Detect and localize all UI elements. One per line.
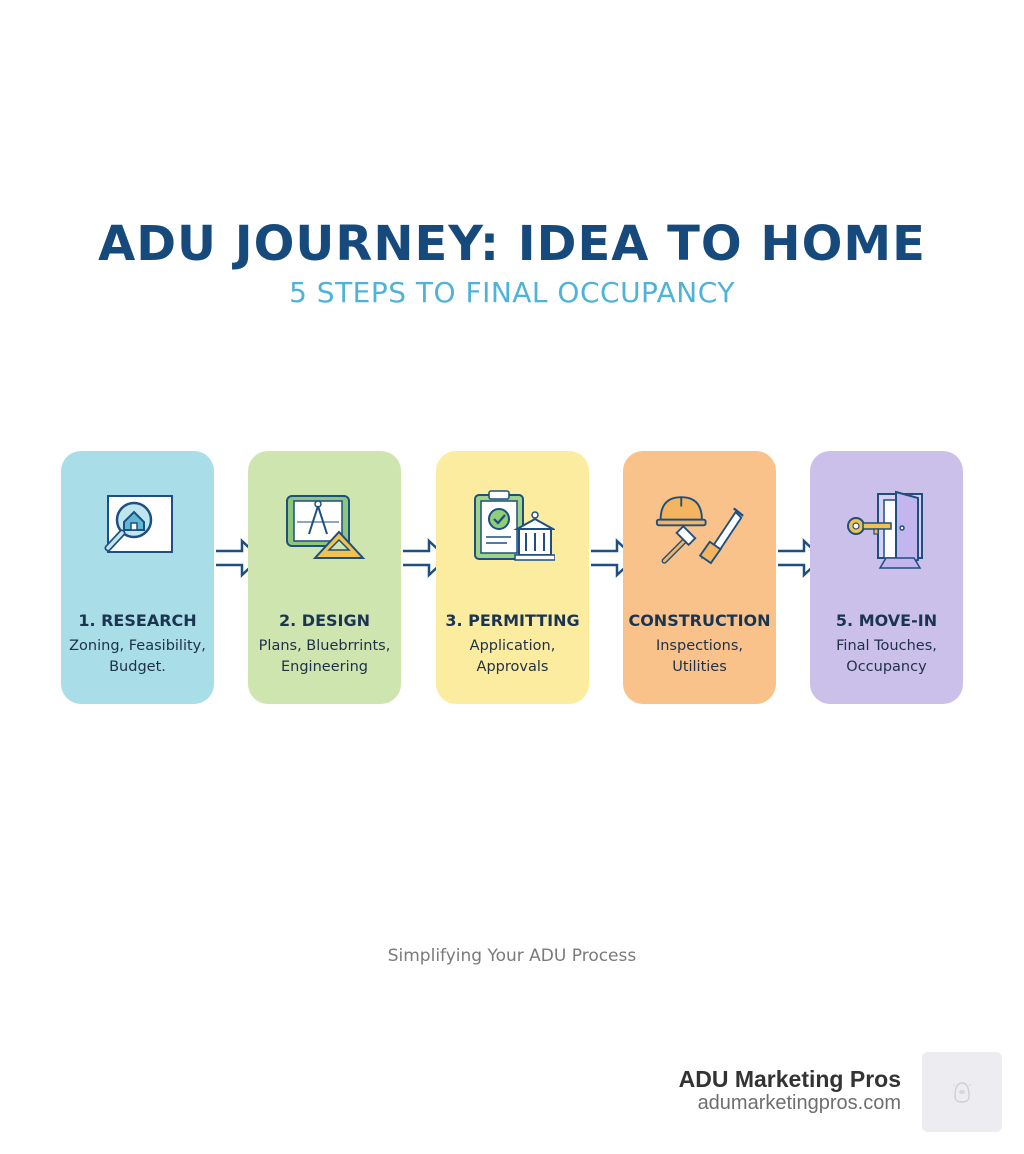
step-research: 1. RESEARCH Zoning, Feasibility, Budget. bbox=[61, 451, 214, 704]
step-description: Zoning, Feasibility, Budget. bbox=[69, 638, 206, 675]
tagline: Simplifying Your ADU Process bbox=[387, 946, 637, 966]
brand-url[interactable]: adumarketingpros.com bbox=[697, 1092, 901, 1114]
step-label: CONSTRUCTION bbox=[628, 611, 771, 630]
step-design: 2. DESIGN Plans, Bluebrrints, Engineerin… bbox=[248, 451, 401, 704]
step-label: 5. MOVE-IN bbox=[835, 611, 938, 630]
step-construction: CONSTRUCTION Inspections, Utilities bbox=[623, 451, 776, 704]
mascot-icon bbox=[953, 1082, 971, 1103]
brand-name: ADU Marketing Pros bbox=[678, 1066, 901, 1092]
step-permitting: 3. PERMITTING Application, Approvals bbox=[436, 451, 589, 704]
key-door-icon bbox=[842, 487, 932, 571]
step-description: Final Touches, Occupancy bbox=[836, 638, 937, 675]
brand-block: ADU Marketing Pros adumarketingpros.com bbox=[679, 1066, 901, 1114]
step-description: Plans, Bluebrrints, Engineering bbox=[258, 638, 391, 675]
process-steps: 1. RESEARCH Zoning, Feasibility, Budget.… bbox=[61, 451, 963, 704]
brand-logo bbox=[922, 1052, 1002, 1132]
step-label: 2. DESIGN bbox=[279, 611, 370, 630]
hardhat-tools-icon bbox=[655, 487, 745, 571]
step-description: Application, Approvals bbox=[469, 638, 556, 675]
clipboard-government-icon bbox=[468, 487, 558, 571]
page-title: ADU JOURNEY: IDEA TO HOME bbox=[98, 216, 926, 272]
step-move-in: 5. MOVE-IN Final Touches, Occupancy bbox=[810, 451, 963, 704]
step-description: Inspections, Utilities bbox=[655, 638, 744, 675]
blueprint-compass-icon bbox=[280, 487, 370, 571]
page-subtitle: 5 STEPS TO FINAL OCCUPANCY bbox=[289, 276, 735, 309]
step-label: 3. PERMITTING bbox=[445, 611, 580, 630]
magnifier-house-icon bbox=[93, 487, 183, 571]
step-label: 1. RESEARCH bbox=[78, 611, 197, 630]
